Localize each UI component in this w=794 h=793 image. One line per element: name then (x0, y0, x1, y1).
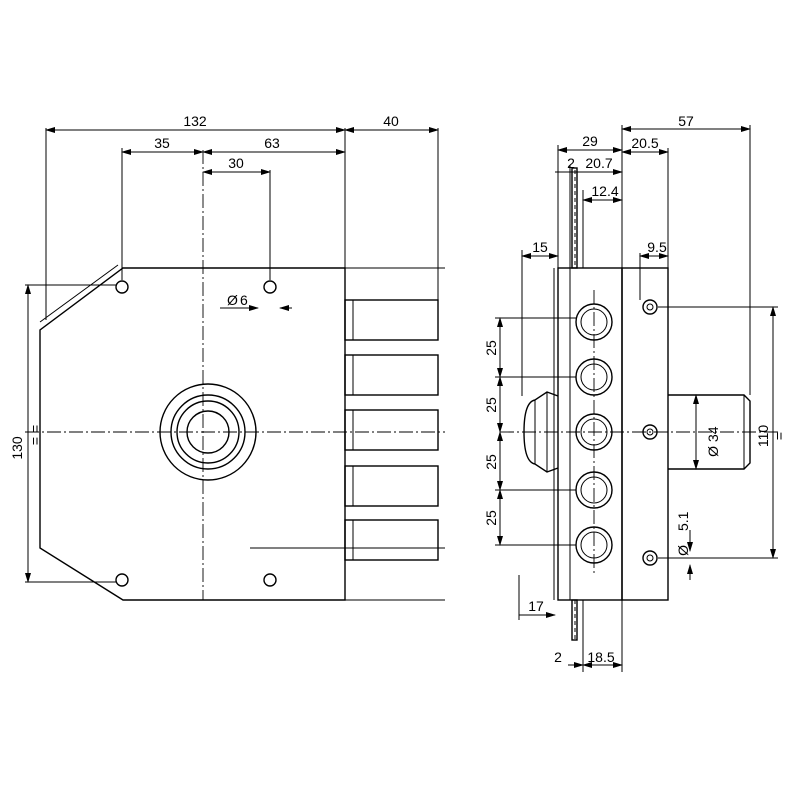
dim-back-offset: 20.5 (631, 135, 658, 151)
mounting-holes (115, 280, 277, 587)
dim-height-symmetry: = = (27, 425, 43, 445)
bolt (344, 299, 439, 341)
bolt (344, 354, 439, 396)
dim-pitch-2: 25 (483, 397, 499, 413)
dim-left-to-center: 35 (154, 135, 170, 151)
bolt (344, 409, 439, 451)
dim-body-depth: 20.7 (585, 155, 612, 171)
side-back-plate (621, 267, 669, 601)
dim-cylinder-dia: 34 (705, 426, 721, 442)
side-view: 29 57 2 20.7 20.5 12.4 15 9.5 25 25 25 2… (483, 113, 787, 672)
dim-knob-offset: 15 (532, 239, 548, 255)
dim-hole-offset: 30 (228, 155, 244, 171)
dim-hole-edge: 9.5 (647, 239, 667, 255)
dim-bottom-offset: 17 (528, 598, 544, 614)
dim-plate-thickness-bottom: 2 (554, 649, 562, 665)
dim-pitch-4: 25 (483, 510, 499, 526)
side-mounting-holes (642, 299, 658, 566)
bolts (344, 299, 439, 561)
dim-bottom-depth: 18.5 (587, 649, 614, 665)
dim-side-hole-dia: 5.1 (675, 511, 691, 531)
lock-body-chamfer (39, 264, 119, 323)
bolt (344, 465, 439, 507)
diameter-symbol: Ø (227, 292, 238, 308)
dim-plate-thickness-top: 2 (567, 155, 575, 171)
dim-overall-width: 132 (183, 113, 207, 129)
dim-height: 130 (9, 436, 25, 460)
dim-center-to-right: 63 (264, 135, 280, 151)
bolt (344, 519, 439, 561)
cylinder-diameter-symbol: Ø (705, 446, 721, 457)
dim-hole-spacing: 110 (755, 425, 771, 448)
dim-projection: 40 (383, 113, 399, 129)
dim-pitch-3: 25 (483, 454, 499, 470)
lock-body-outline (39, 267, 346, 601)
dim-key-offset: 12.4 (591, 183, 618, 199)
dim-hole-spacing-symmetry: = (771, 432, 787, 440)
dim-pitch-1: 25 (483, 340, 499, 356)
front-view: 132 40 35 63 30 Ø 6 130 = = (9, 113, 445, 601)
dim-overall-depth: 57 (678, 113, 694, 129)
hole-diameter-symbol: Ø (675, 545, 691, 556)
dim-hole-dia: 6 (240, 292, 248, 308)
dim-depth: 29 (582, 133, 598, 149)
